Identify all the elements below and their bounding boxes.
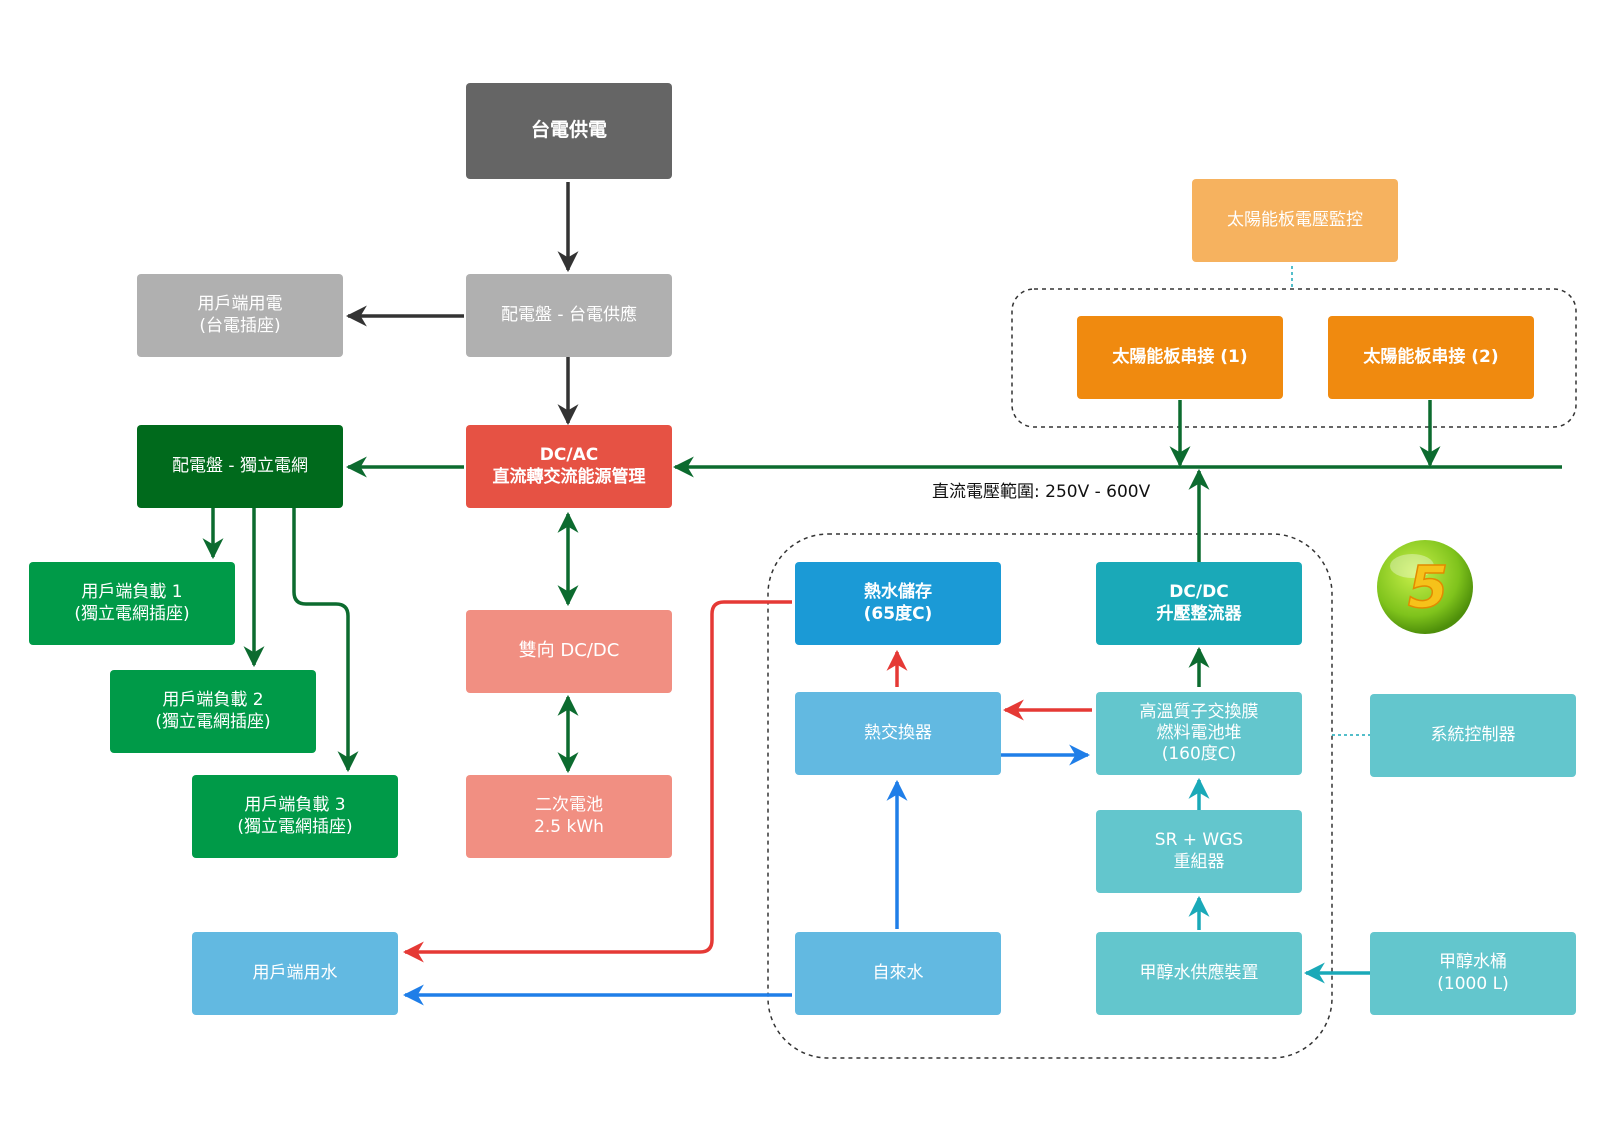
dc-bus-voltage-label: 直流電壓範圍: 250V - 600V bbox=[932, 482, 1151, 502]
methanol-supply-box: 甲醇水供應裝置 bbox=[1096, 932, 1302, 1015]
battery-box: 二次電池 2.5 kWh bbox=[466, 775, 672, 858]
methanol-tank-box: 甲醇水桶 (1000 L) bbox=[1370, 932, 1576, 1015]
user-power-box: 用戶端用電 (台電插座) bbox=[137, 274, 343, 357]
heat-exchanger-box: 熱交換器 bbox=[795, 692, 1001, 775]
user-water-box: 用戶端用水 bbox=[192, 932, 398, 1015]
tap-water-box: 自來水 bbox=[795, 932, 1001, 1015]
solar2-box: 太陽能板串接 (2) bbox=[1328, 316, 1534, 399]
taipower-supply-box: 台電供電 bbox=[466, 83, 672, 179]
panel-taipower-box: 配電盤 - 台電供應 bbox=[466, 274, 672, 357]
panel-island-box: 配電盤 - 獨立電網 bbox=[137, 425, 343, 508]
dcac-box: DC/AC 直流轉交流能源管理 bbox=[466, 425, 672, 508]
bidir-dcdc-box: 雙向 DC/DC bbox=[466, 610, 672, 693]
fuel-cell-group-outline bbox=[767, 533, 1333, 1059]
system-controller-box: 系統控制器 bbox=[1370, 694, 1576, 777]
solar1-box: 太陽能板串接 (1) bbox=[1077, 316, 1283, 399]
solar-monitor-box: 太陽能板電壓監控 bbox=[1192, 179, 1398, 262]
brand-logo: 5 bbox=[1377, 540, 1473, 634]
reformer-box: SR + WGS 重組器 bbox=[1096, 810, 1302, 893]
solar-group-outline bbox=[1011, 288, 1577, 428]
load3-box: 用戶端負載 3 (獨立電網插座) bbox=[192, 775, 398, 858]
dcdc-boost-box: DC/DC 升壓整流器 bbox=[1096, 562, 1302, 645]
logo-glyph: 5 bbox=[1408, 553, 1448, 621]
arrow-island-to-load3 bbox=[292, 508, 359, 773]
load1-box: 用戶端負載 1 (獨立電網插座) bbox=[29, 562, 235, 645]
arrow-hotwater-to-user-water bbox=[402, 600, 792, 963]
load2-box: 用戶端負載 2 (獨立電網插座) bbox=[110, 670, 316, 753]
hot-water-box: 熱水儲存 (65度C) bbox=[795, 562, 1001, 645]
fuel-cell-box: 高溫質子交換膜 燃料電池堆 (160度C) bbox=[1096, 692, 1302, 775]
